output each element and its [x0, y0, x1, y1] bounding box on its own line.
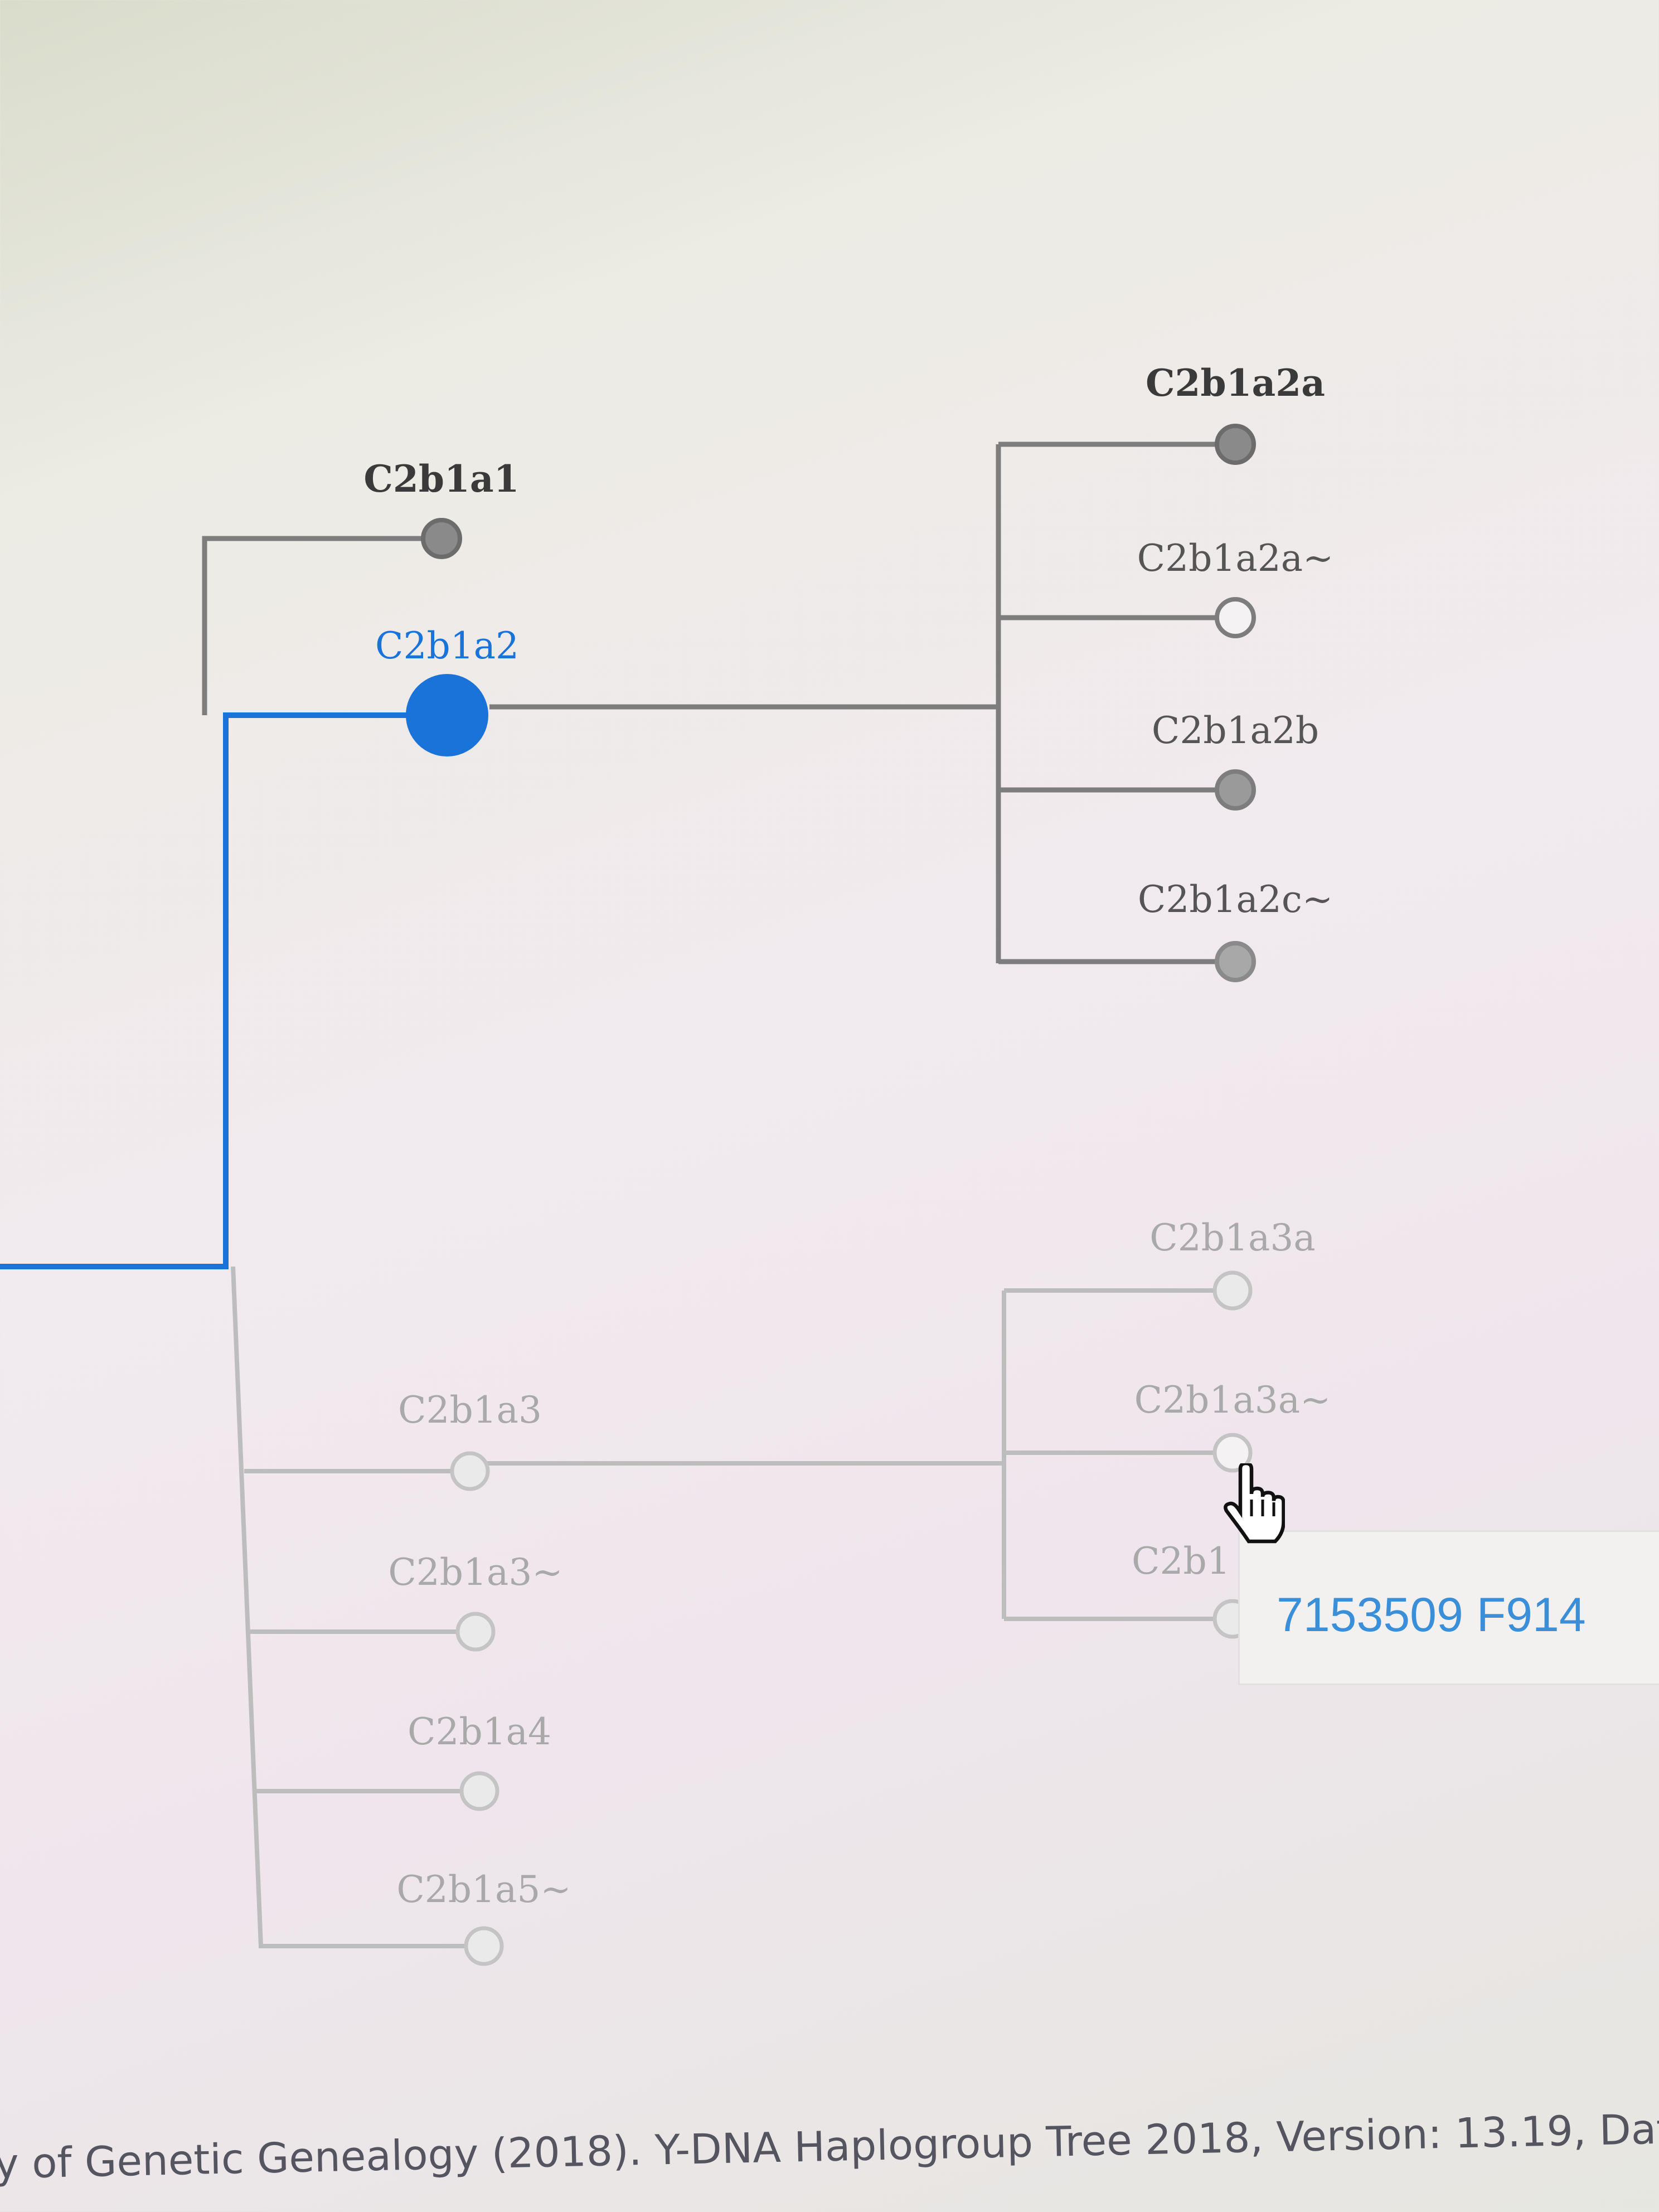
label-c2b1a5-tilde[interactable]: C2b1a5~ [396, 1868, 571, 1911]
node-c2b1a4[interactable] [459, 1771, 499, 1811]
label-c2b1a4[interactable]: C2b1a4 [408, 1710, 551, 1753]
selected-path-line [0, 712, 447, 1269]
node-c2b1a3a[interactable] [1212, 1270, 1253, 1311]
node-c2b1a2a-tilde[interactable] [1215, 597, 1256, 638]
label-c2b1a2b[interactable]: C2b1a2b [1152, 709, 1319, 752]
node-c2b1a3a-tilde[interactable] [1212, 1433, 1253, 1473]
label-c2b1a3-tilde[interactable]: C2b1a3~ [388, 1551, 562, 1594]
branch-line [244, 1469, 479, 1793]
snp-tooltip: 7153509 F914 [1238, 1530, 1659, 1685]
branch-line [231, 1266, 484, 1948]
branch-line [470, 1288, 1233, 1621]
label-c2b1a2a[interactable]: C2b1a2a [1146, 361, 1325, 405]
node-c2b1a3-tilde[interactable] [455, 1612, 496, 1652]
label-c2b1a2[interactable]: C2b1a2 [375, 624, 519, 667]
label-c2b1a3-child-partial[interactable]: C2b1 [1132, 1540, 1230, 1583]
label-c2b1a3[interactable]: C2b1a3 [398, 1389, 542, 1432]
branch-line [998, 442, 1235, 964]
label-c2b1a2a-tilde[interactable]: C2b1a2a~ [1137, 537, 1334, 580]
node-c2b1a5-tilde[interactable] [464, 1926, 504, 1966]
hand-pointer-cursor-icon [1224, 1463, 1285, 1544]
node-c2b1a2c-tilde[interactable] [1215, 941, 1256, 982]
node-c2b1a2b[interactable] [1215, 769, 1256, 811]
branch-line [202, 536, 442, 715]
label-c2b1a3a[interactable]: C2b1a3a [1149, 1216, 1315, 1259]
node-c2b1a1[interactable] [421, 518, 462, 559]
tooltip-text: 7153509 F914 [1277, 1588, 1586, 1642]
label-c2b1a3a-tilde[interactable]: C2b1a3a~ [1134, 1379, 1331, 1422]
label-c2b1a1[interactable]: C2b1a1 [363, 457, 519, 501]
node-c2b1a3[interactable] [450, 1451, 490, 1491]
label-c2b1a2c-tilde[interactable]: C2b1a2c~ [1138, 878, 1333, 921]
node-c2b1a2a[interactable] [1215, 424, 1256, 465]
node-c2b1a2-selected[interactable] [406, 674, 488, 756]
